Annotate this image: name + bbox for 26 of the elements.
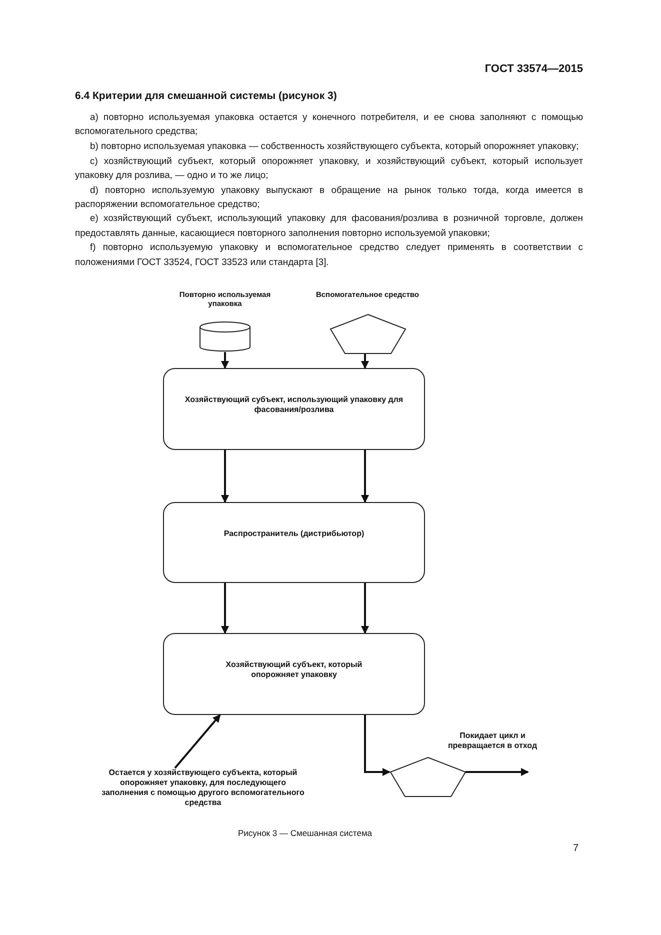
arrow bbox=[221, 450, 229, 503]
page-number: 7 bbox=[573, 843, 579, 854]
process-box bbox=[163, 502, 425, 583]
process-box bbox=[163, 633, 425, 715]
section-heading: 6.4 Критерии для смешанной системы (рисунок 3) bbox=[75, 90, 337, 102]
figure-caption: Рисунок 3 — Смешанная система bbox=[236, 828, 374, 838]
arrow bbox=[361, 583, 369, 634]
process-box bbox=[163, 368, 425, 450]
arrow bbox=[364, 715, 390, 776]
arrow bbox=[361, 354, 369, 369]
box-label: Распространитель (дистрибьютор) bbox=[222, 529, 366, 539]
list-item: е) хозяйствующий субъект, использующий упаковку для фасования/розлива в розничной торговле, должен предоставлять данные, касающиеся повторного заполнения повторно используемой упаковки; bbox=[75, 211, 583, 240]
list-item: f) повторно используемую упаковку и вспомогательное средство следует применять в соответствии с положениями ГОСТ 33524, ГОСТ 33523 или стандарта [3]. bbox=[75, 240, 583, 269]
arrow bbox=[361, 450, 369, 503]
box-label: Хозяйствующий субъект, использующий упаковку для фасования/розлива bbox=[184, 395, 404, 415]
list-item: b) повторно используемая упаковка — собственность хозяйствующего субъекта, который опорожняет упаковку; bbox=[89, 138, 580, 153]
list-item: а) повторно используемая упаковка остается у конечного потребителя, и ее снова заполняют с помощью вспомогательного средства; bbox=[75, 110, 583, 138]
list-item: d) повторно используемую упаковку выпускают в обращение на рынок только тогда, когда имеется в распоряжении вспомогательное средство; bbox=[75, 182, 583, 211]
box-label: Хозяйствующий субъект, который опорожняет упаковку bbox=[224, 660, 364, 680]
arrow bbox=[221, 583, 229, 634]
arrow bbox=[174, 714, 221, 769]
document-number: ГОСТ 33574—2015 bbox=[484, 63, 583, 75]
arrow bbox=[466, 768, 529, 776]
annotation-text: Остается у хозяйствующего субъекта, который опорожняет упаковку, для последующего заполнения с помощью другого вспомогательного средства bbox=[100, 768, 306, 808]
list-item: с) хозяйствующий субъект, который опорожняет упаковку, и хозяйствующий субъект, который использует упаковку для розлива, — одно и то же лицо; bbox=[75, 154, 583, 182]
arrow bbox=[221, 352, 229, 369]
